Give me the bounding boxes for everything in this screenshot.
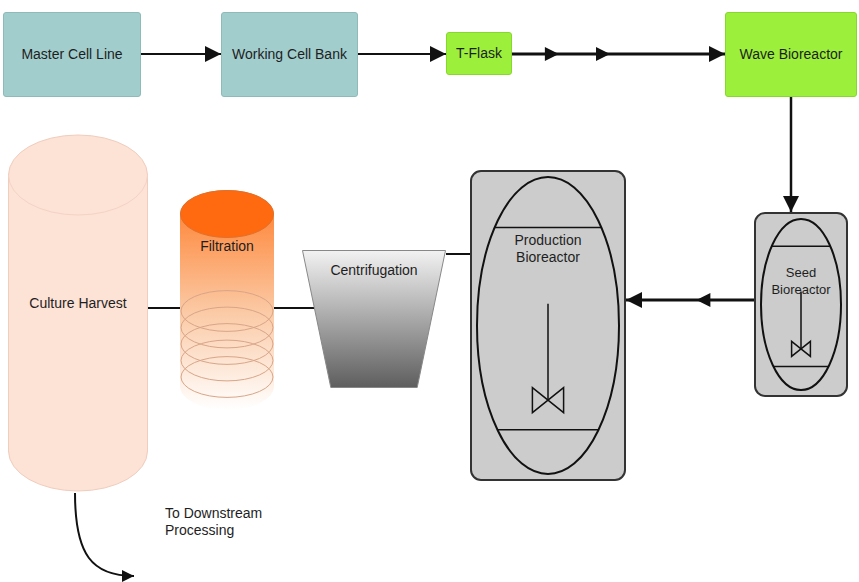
vessel-housing xyxy=(471,171,625,480)
process-box: Working Cell Bank xyxy=(221,12,358,97)
node-label: Master Cell Line xyxy=(21,46,122,63)
node-label: T-Flask xyxy=(456,45,502,62)
shape-outline xyxy=(754,212,848,397)
tank-rim xyxy=(9,175,148,215)
process-box: Master Cell Line xyxy=(3,12,141,97)
tank-body xyxy=(9,135,148,491)
node-label: Working Cell Bank xyxy=(232,46,347,63)
vessel-body xyxy=(761,219,841,390)
filter-ring xyxy=(181,340,273,381)
liquid-line xyxy=(773,366,828,368)
node-label: Seed Bioreactor xyxy=(761,264,841,298)
node-label: Culture Harvest xyxy=(29,295,126,312)
impeller-blade xyxy=(792,341,811,356)
flow-connector xyxy=(626,299,754,302)
shape-outline xyxy=(8,135,148,491)
node-label: Production Bioreactor xyxy=(493,232,603,266)
bioreactor-vessel: Seed Bioreactor xyxy=(754,212,848,397)
bioreactor-vessel: Production Bioreactor xyxy=(470,170,626,481)
node-label: Wave Bioreactor xyxy=(740,46,843,63)
impeller-blade xyxy=(532,388,563,413)
process-box: Wave Bioreactor xyxy=(725,12,857,97)
vessel-body xyxy=(477,177,619,474)
flow-arrowhead xyxy=(696,293,710,307)
shape-outline xyxy=(470,170,626,481)
flow-connector xyxy=(148,307,180,309)
flow-connector xyxy=(141,53,221,55)
process-box: T-Flask xyxy=(446,32,512,75)
filter-ring xyxy=(181,291,273,332)
filter-ring xyxy=(181,357,273,398)
funnel-outline xyxy=(303,251,446,388)
liquid-line xyxy=(497,429,598,431)
filter-top xyxy=(181,191,274,238)
liquid-line xyxy=(772,245,831,247)
node-label: Filtration xyxy=(200,238,254,255)
vessel-housing xyxy=(755,213,847,396)
downstream-arrow xyxy=(75,493,134,576)
filter-ring xyxy=(181,307,273,348)
flow-connector xyxy=(446,253,470,255)
flow-connector xyxy=(358,53,446,55)
shape-outline xyxy=(180,190,274,410)
flow-arrowhead xyxy=(545,47,559,61)
centrifuge-funnel: Centrifugation xyxy=(302,250,446,388)
filter-cylinder: Filtration xyxy=(180,190,274,410)
flow-connector xyxy=(512,53,725,56)
node-label: Centrifugation xyxy=(330,262,417,279)
liquid-line xyxy=(495,227,602,229)
harvest-tank: Culture Harvest xyxy=(8,135,148,491)
filter-ring xyxy=(181,324,273,365)
flow-connector xyxy=(790,97,793,212)
note-label: To Downstream Processing xyxy=(165,505,277,539)
flow-connector xyxy=(274,307,314,309)
impeller-shaft xyxy=(800,292,802,349)
filter-body xyxy=(180,190,274,410)
flow-arrowhead xyxy=(596,47,610,61)
impeller-shaft xyxy=(547,304,549,400)
